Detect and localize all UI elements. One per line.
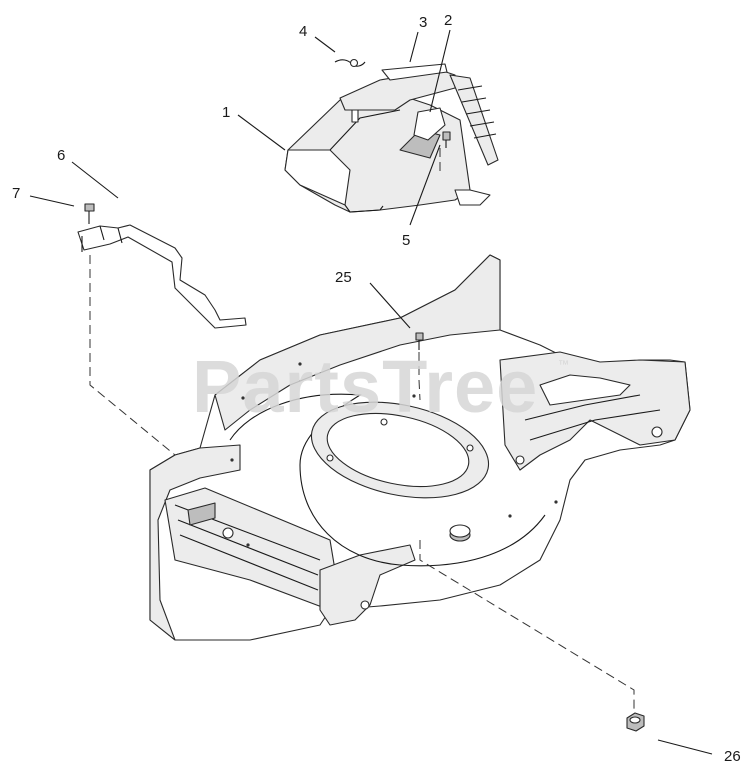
callout-2: 2 <box>444 12 452 29</box>
callout-numbers: 1 2 3 4 5 6 7 25 26 <box>12 12 741 765</box>
callout-leaders <box>29 29 713 755</box>
callout-6: 6 <box>57 147 65 164</box>
screw <box>442 131 451 148</box>
mounting-screw <box>415 332 424 350</box>
watermark: PartsTree ™ <box>192 345 569 428</box>
mower-deck-housing <box>149 254 691 641</box>
callout-7: 7 <box>12 185 20 202</box>
callout-4: 4 <box>299 23 307 40</box>
torsion-spring <box>334 58 366 68</box>
mounting-bracket <box>413 74 499 166</box>
watermark-trademark: ™ <box>558 359 569 371</box>
callout-3: 3 <box>419 14 427 31</box>
watermark-text: PartsTree <box>192 345 538 428</box>
hex-bolt <box>84 203 95 224</box>
callout-25: 25 <box>335 269 352 286</box>
callout-5: 5 <box>402 232 410 249</box>
callout-26: 26 <box>724 748 741 765</box>
handle-bail-rod <box>77 224 247 329</box>
hex-nut <box>626 712 645 732</box>
callout-1: 1 <box>222 104 230 121</box>
assembly-lines <box>89 148 635 712</box>
